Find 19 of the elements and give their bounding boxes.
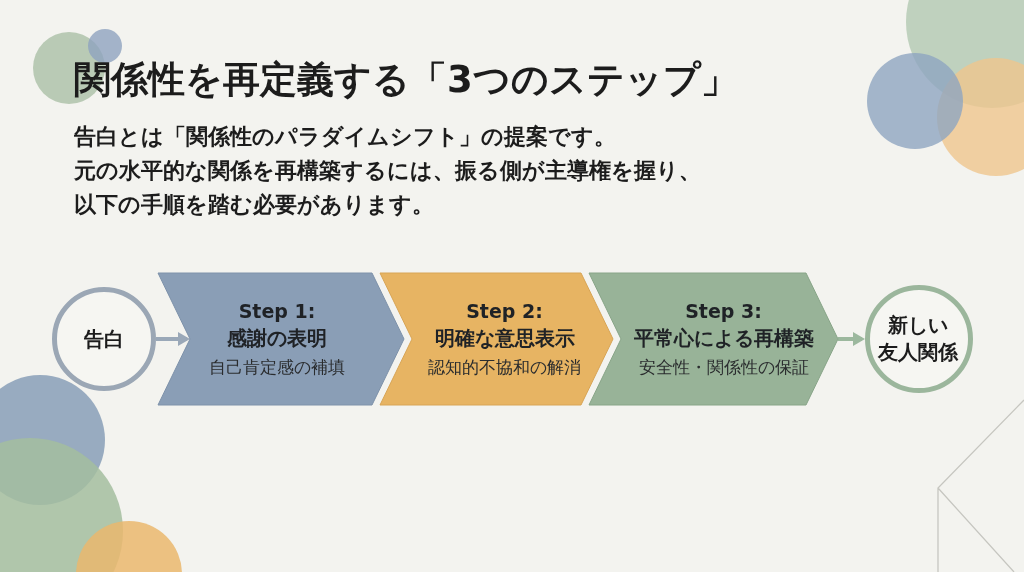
arrow: [838, 332, 865, 346]
step-number: Step 3:: [685, 299, 762, 324]
step-description: 自己肯定感の補填: [209, 357, 345, 379]
node-label: 新しい友人関係: [878, 312, 959, 366]
step-title: 明確な意思表示: [434, 325, 575, 352]
intro-text: 告白とは「関係性のパラダイムシフト」の提案です。: [74, 123, 616, 151]
step-title: 感謝の表明: [227, 325, 327, 352]
step-number: Step 1:: [238, 299, 316, 324]
step-title: 平常心による再構築: [633, 325, 814, 352]
process-step: [380, 273, 613, 405]
arrow: [156, 332, 190, 346]
process-step: [589, 273, 838, 405]
intro-text: 元の水平的な関係を再構築するには、振る側が主導権を握り、以下の手順を踏む必要があります。: [74, 157, 702, 219]
step-description: 安全性・関係性の保証: [638, 357, 809, 379]
step-description: 認知的不協和の解消: [428, 357, 581, 379]
process-step: [158, 273, 404, 405]
node-label: 告白: [84, 325, 124, 353]
title: 関係性を再定義する「3つのステップ」: [74, 58, 738, 102]
step-number: Step 2:: [466, 299, 543, 324]
